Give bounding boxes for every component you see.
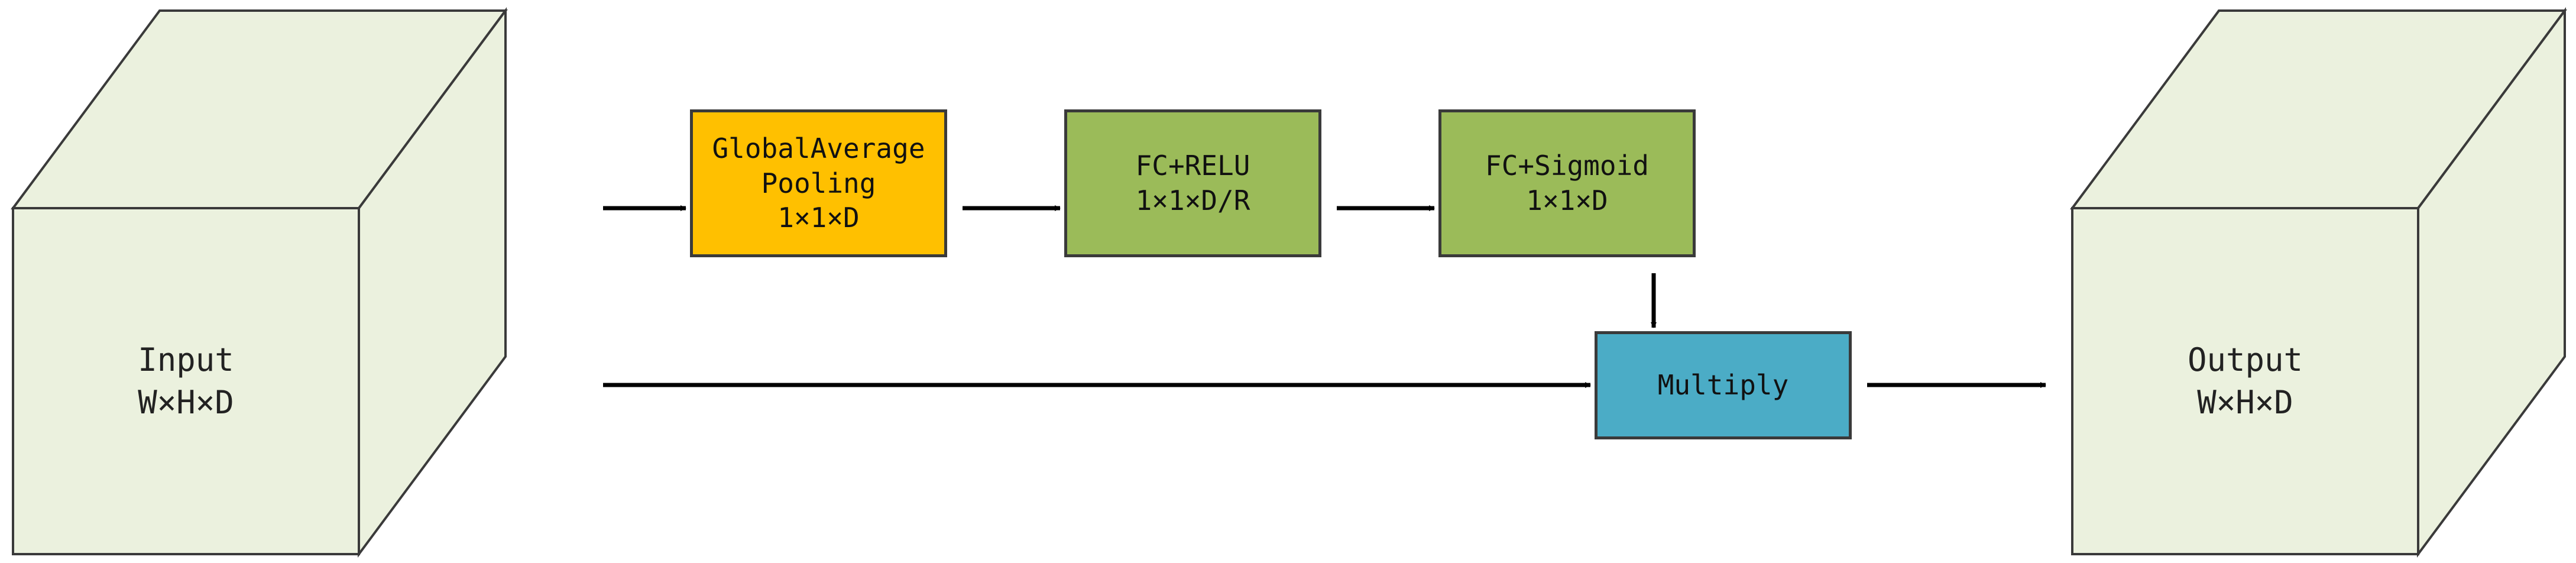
output-label: Output W×H×D bbox=[2072, 208, 2418, 554]
fc-sigmoid-box: FC+Sigmoid 1×1×D bbox=[1438, 109, 1696, 257]
fc-relu-dims: 1×1×D/R bbox=[1135, 185, 1250, 216]
output-cube bbox=[2070, 7, 2567, 558]
fc-sigmoid-dims: 1×1×D bbox=[1526, 185, 1608, 216]
fc-relu-box: FC+RELU 1×1×D/R bbox=[1064, 109, 1321, 257]
fc-relu-label: FC+RELU bbox=[1135, 150, 1250, 182]
input-cube bbox=[11, 7, 508, 558]
global-average-pooling-box: GlobalAverage Pooling 1×1×D bbox=[690, 109, 947, 257]
global-pool-line2: Pooling bbox=[761, 167, 876, 199]
multiply-label: Multiply bbox=[1657, 369, 1789, 402]
input-cube-front bbox=[12, 207, 360, 555]
global-pool-dims: 1×1×D bbox=[777, 202, 860, 234]
input-label: Input W×H×D bbox=[13, 208, 359, 554]
input-label-name: Input bbox=[138, 341, 234, 379]
output-label-dims: W×H×D bbox=[2197, 383, 2293, 421]
input-label-dims: W×H×D bbox=[138, 383, 234, 421]
global-pool-line1: GlobalAverage bbox=[712, 132, 925, 164]
output-cube-front bbox=[2071, 207, 2419, 555]
output-label-name: Output bbox=[2187, 341, 2303, 379]
multiply-box: Multiply bbox=[1595, 331, 1852, 439]
fc-sigmoid-label: FC+Sigmoid bbox=[1485, 150, 1649, 182]
